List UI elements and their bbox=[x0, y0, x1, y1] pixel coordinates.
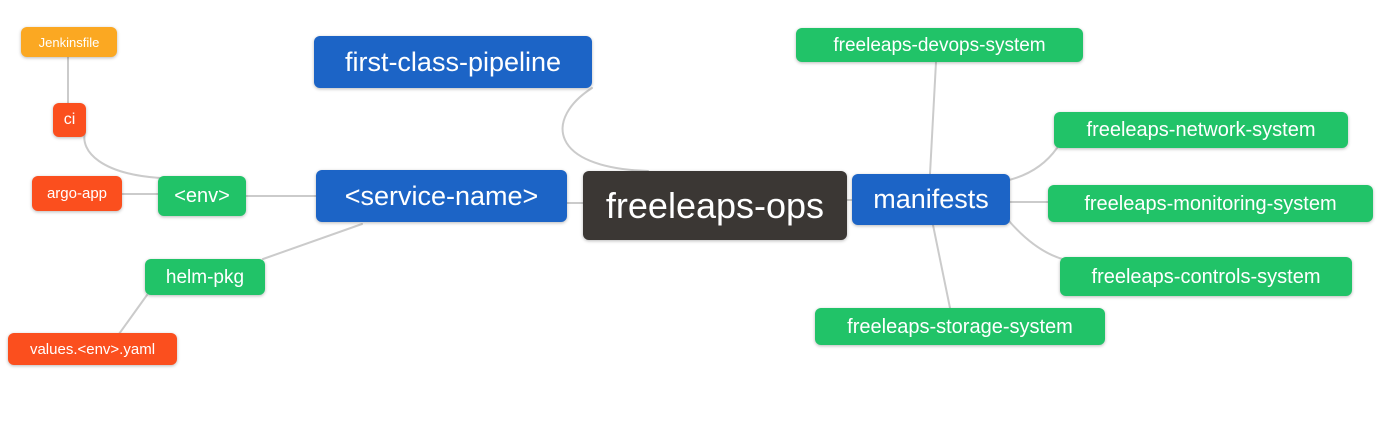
node-values-env-yaml[interactable]: values.<env>.yaml bbox=[8, 333, 177, 365]
node-first-class-pipeline[interactable]: first-class-pipeline bbox=[314, 36, 592, 88]
node-freeleaps-controls-system[interactable]: freeleaps-controls-system bbox=[1060, 257, 1352, 296]
node-argo-app[interactable]: argo-app bbox=[32, 176, 122, 211]
node-ci[interactable]: ci bbox=[53, 103, 86, 137]
node-manifests[interactable]: manifests bbox=[852, 174, 1010, 225]
edge-manifests-to-freeleaps-storage-system bbox=[932, 224, 951, 309]
node-jenkinsfile[interactable]: Jenkinsfile bbox=[21, 27, 117, 57]
edge-ci-to-env bbox=[83, 131, 161, 179]
edge-manifests-to-freeleaps-devops-system bbox=[929, 61, 937, 175]
node-service-name[interactable]: <service-name> bbox=[316, 170, 567, 222]
edge-manifests-to-freeleaps-network-system bbox=[1008, 147, 1058, 181]
node-freeleaps-devops-system[interactable]: freeleaps-devops-system bbox=[796, 28, 1083, 62]
edge-helm-pkg-to-values-env-yaml bbox=[118, 294, 148, 335]
node-freeleaps-ops[interactable]: freeleaps-ops bbox=[583, 171, 847, 240]
node-helm-pkg[interactable]: helm-pkg bbox=[145, 259, 265, 295]
node-freeleaps-monitoring-system[interactable]: freeleaps-monitoring-system bbox=[1048, 185, 1373, 222]
edge-service-name-to-helm-pkg bbox=[262, 223, 363, 260]
edge-first-class-pipeline-to-freeleaps-ops bbox=[561, 87, 649, 172]
edge-manifests-to-freeleaps-controls-system bbox=[1008, 220, 1067, 261]
node-freeleaps-network-system[interactable]: freeleaps-network-system bbox=[1054, 112, 1348, 148]
node-env[interactable]: <env> bbox=[158, 176, 246, 216]
node-freeleaps-storage-system[interactable]: freeleaps-storage-system bbox=[815, 308, 1105, 345]
